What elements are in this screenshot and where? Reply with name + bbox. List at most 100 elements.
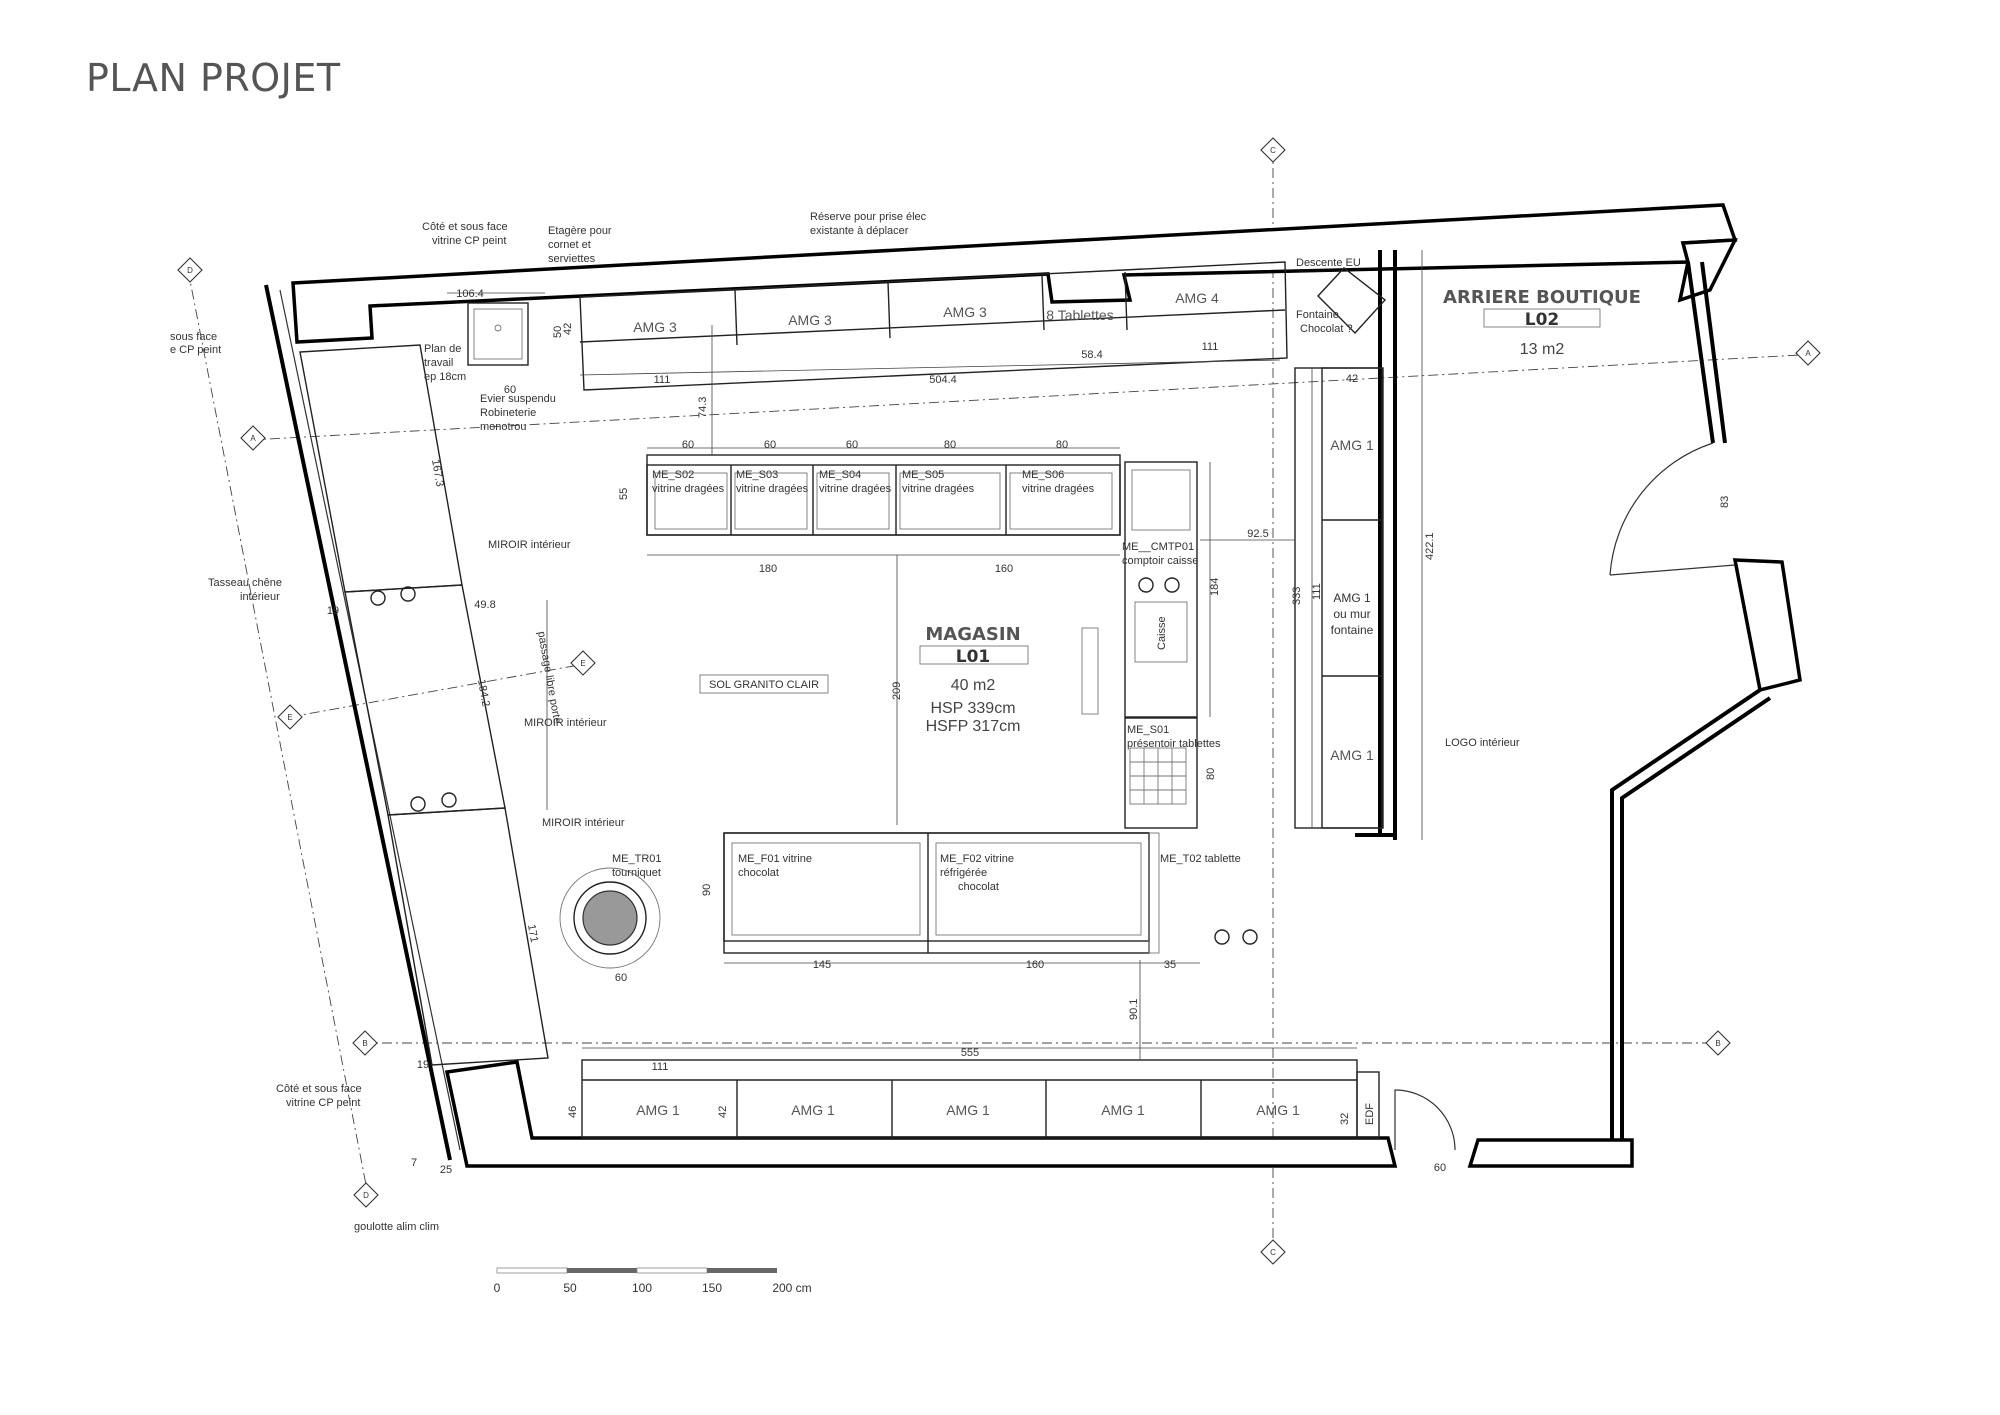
svg-text:90: 90 [701,884,713,896]
axis-bubble-b-left: B [352,1030,378,1056]
amg-bottom-4: AMG 1 [1101,1102,1145,1118]
svg-text:145: 145 [813,959,831,971]
arriere-code: L02 [1525,310,1560,330]
svg-text:111: 111 [654,374,671,386]
svg-text:vitrine CP peint: vitrine CP peint [432,235,506,247]
amg-top-row: AMG 3 AMG 3 AMG 3 8 Tablettes AMG 4 [579,261,1288,391]
svg-text:111: 111 [1202,341,1219,353]
svg-text:monotrou: monotrou [480,421,526,433]
svg-text:A: A [250,434,256,443]
amg-top-1: AMG 3 [633,319,677,335]
svg-text:vitrine dragées: vitrine dragées [1022,483,1095,495]
page-title: PLAN PROJET [86,56,341,100]
svg-text:Evier suspendu: Evier suspendu [480,393,556,405]
walls [264,203,1802,1168]
goulotte-label: goulotte alim clim [354,1221,439,1233]
me-tr01-label: ME_TR01 [612,853,662,865]
svg-text:60: 60 [764,439,776,451]
svg-text:vitrine dragées: vitrine dragées [736,483,809,495]
svg-text:e CP peint: e CP peint [170,344,221,356]
svg-text:422.1: 422.1 [1424,532,1436,560]
amg-right-column: AMG 1 AMG 1 ou mur fontaine AMG 1 [1294,367,1384,829]
axis-bubble-d-top: D [177,257,203,283]
svg-text:111: 111 [652,1061,669,1073]
svg-text:vitrine dragées: vitrine dragées [652,483,725,495]
svg-text:58.4: 58.4 [1081,349,1102,361]
svg-text:ou mur: ou mur [1333,607,1370,621]
svg-text:AMG 1: AMG 1 [1333,591,1371,605]
me-s01-label: ME_S01 [1127,724,1169,736]
svg-text:comptoir caisse: comptoir caisse [1122,555,1198,567]
amg-top-4: AMG 4 [1175,290,1219,306]
svg-text:Robineterie: Robineterie [480,407,536,419]
svg-text:49.8: 49.8 [474,599,495,611]
svg-text:ME_T02 tablette: ME_T02 tablette [1160,853,1241,865]
amg-bottom-3: AMG 1 [946,1102,990,1118]
axis-bubble-c-top: C [1260,137,1286,163]
svg-text:74.3: 74.3 [697,397,709,418]
me-cmtp01-label: ME__CMTP01 [1122,541,1194,553]
me-s06-label: ME_S06 [1022,469,1064,481]
scale-tick-3: 150 [702,1281,722,1295]
svg-text:180: 180 [759,563,777,575]
fontaine-chocolat: Fontaine Chocolat ? [1296,267,1387,335]
me-f02-label: ME_F02 vitrine [940,853,1014,865]
amg-bottom-1: AMG 1 [636,1102,680,1118]
comptoir-caisse: Caisse ME__CMTP01 comptoir caisse [1081,461,1198,718]
svg-text:intérieur: intérieur [240,591,280,603]
svg-text:MIROIR intérieur: MIROIR intérieur [488,539,571,551]
axis-bubble-e-left: E [277,704,303,730]
presentoir-tablettes: ME_S01 présentoir tablettes [1124,717,1221,829]
axis-bubble-d-bottom: D [353,1182,379,1208]
svg-text:ep 18cm: ep 18cm [424,371,466,383]
svg-text:50: 50 [552,326,564,338]
svg-text:tourniquet: tourniquet [612,867,661,879]
svg-text:32: 32 [1339,1113,1351,1125]
arriere-name: ARRIERE BOUTIQUE [1443,287,1641,308]
arriere-area: 13 m2 [1520,341,1565,358]
scale-tick-2: 100 [632,1281,652,1295]
svg-text:555: 555 [961,1047,979,1059]
svg-text:Côté et sous face: Côté et sous face [422,221,508,233]
svg-text:existante à déplacer: existante à déplacer [810,225,909,237]
svg-text:C: C [1270,1248,1276,1257]
svg-text:42: 42 [1346,373,1358,385]
amg-bottom-row: AMG 1 AMG 1 AMG 1 AMG 1 AMG 1 EDF [581,1059,1380,1139]
svg-text:19: 19 [417,1059,429,1071]
svg-text:chocolat: chocolat [738,867,779,879]
svg-text:passage libre porte: passage libre porte [535,630,563,724]
svg-text:chocolat: chocolat [958,881,999,893]
outlet-circle-1 [1214,929,1230,945]
vitrines-dragees: ME_S02 vitrine dragées ME_S03 vitrine dr… [646,454,1121,536]
svg-text:184.2: 184.2 [475,678,492,707]
svg-text:19: 19 [327,605,339,617]
svg-text:504.4: 504.4 [929,374,957,386]
magasin-hsp: HSP 339cm [930,700,1015,717]
svg-text:83: 83 [1719,496,1731,508]
scale-tick-1: 50 [563,1281,577,1295]
svg-text:60: 60 [615,972,627,984]
room-magasin: MAGASIN L01 40 m2 HSP 339cm HSFP 317cm [919,624,1029,735]
svg-text:MIROIR intérieur: MIROIR intérieur [542,817,625,829]
svg-text:92.5: 92.5 [1247,528,1268,540]
svg-text:55: 55 [618,488,630,500]
svg-text:réfrigérée: réfrigérée [940,867,987,879]
svg-text:90.1: 90.1 [1128,999,1140,1020]
svg-text:80: 80 [944,439,956,451]
scale-tick-4: 200 cm [772,1281,811,1295]
svg-text:Chocolat ?: Chocolat ? [1300,323,1353,335]
vitrines-chocolat: ME_F01 vitrine chocolat ME_F02 vitrine r… [723,832,1160,954]
svg-text:184: 184 [1209,578,1221,596]
svg-text:Tasseau chêne: Tasseau chêne [208,577,282,589]
svg-text:80: 80 [1205,768,1217,780]
svg-text:60: 60 [1434,1162,1446,1174]
axis-bubble-a-left: A [240,425,266,451]
axis-bubble-e-right: E [570,650,596,676]
svg-text:60: 60 [504,384,516,396]
svg-text:333: 333 [1291,587,1303,605]
axis-bubble-a-right: A [1795,340,1821,366]
axis-lines [187,148,1801,1250]
sink-block [467,302,529,366]
svg-text:106.4: 106.4 [456,288,484,300]
me-s04-label: ME_S04 [819,469,861,481]
